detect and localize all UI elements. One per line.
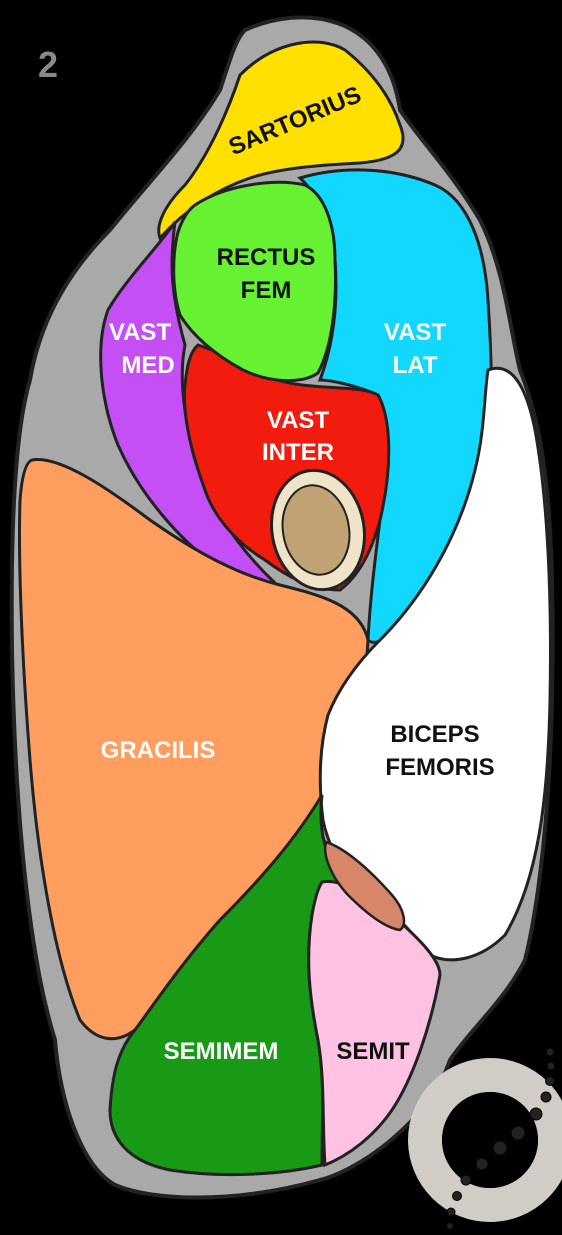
label-biceps-femoris-line2: FEMORIS: [385, 754, 494, 781]
label-rectus-femoris-line1: RECTUS: [217, 244, 316, 271]
label-semitendinosus: SEMIT: [336, 1038, 410, 1065]
label-vastus-lateralis-line1: VAST: [384, 319, 447, 346]
label-biceps-femoris-line1: BICEPS: [390, 721, 479, 748]
label-vastus-intermedius-line2: INTER: [262, 439, 334, 466]
label-vastus-medialis-line1: VAST: [109, 319, 172, 346]
label-vastus-medialis-line2: MED: [121, 352, 174, 379]
label-gracilis: GRACILIS: [101, 737, 216, 764]
corner-logo: [425, 1048, 555, 1230]
label-vastus-lateralis-line2: LAT: [393, 352, 438, 379]
label-rectus-femoris-line2: FEM: [241, 277, 292, 304]
label-semimembranosus: SEMIMEM: [164, 1038, 279, 1065]
logo-core: [442, 1092, 538, 1188]
label-vastus-intermedius-line1: VAST: [267, 407, 330, 434]
